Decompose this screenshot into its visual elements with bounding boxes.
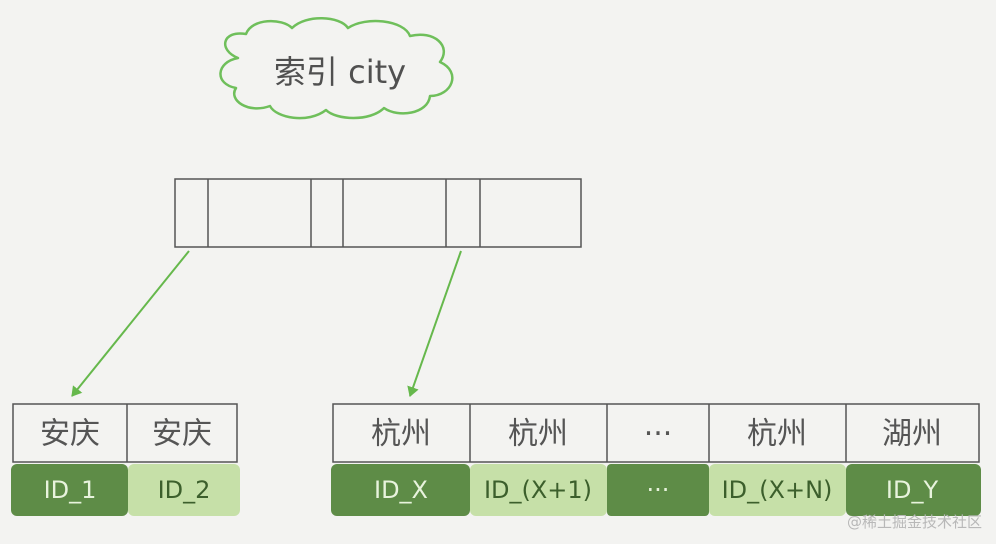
cloud-shape bbox=[219, 17, 454, 120]
id-cell-text: ID_(X+N) bbox=[722, 476, 833, 504]
city-cell: ··· bbox=[644, 417, 673, 452]
id-cell-light bbox=[470, 464, 607, 516]
city-cell: 安庆 bbox=[152, 417, 212, 452]
id-cell-dark bbox=[11, 464, 128, 516]
city-cell: 安庆 bbox=[40, 417, 100, 452]
title-cloud: 索引 city bbox=[219, 17, 454, 120]
city-cell: 杭州 bbox=[371, 417, 431, 452]
id-cell-dark bbox=[846, 464, 981, 516]
id-cell-light bbox=[128, 464, 240, 516]
index-title: 索引 city bbox=[274, 53, 406, 91]
city-cell: 湖州 bbox=[882, 417, 942, 452]
root-node-box bbox=[174, 178, 582, 248]
left-leaf-city-row bbox=[12, 403, 238, 463]
city-cell: 杭州 bbox=[508, 417, 568, 452]
id-cell-text: ID_Y bbox=[886, 476, 939, 504]
watermark: @稀土掘金技术社区 bbox=[846, 513, 982, 531]
root-node bbox=[174, 178, 582, 248]
right-leaf-city-row bbox=[332, 403, 980, 463]
id-cell-light bbox=[709, 464, 846, 516]
id-cell-text: ··· bbox=[647, 476, 670, 504]
id-cell-dark bbox=[331, 464, 470, 516]
id-cell-text: ID_X bbox=[374, 476, 428, 504]
id-cell-dark bbox=[607, 464, 709, 516]
pointer-arrow-left bbox=[71, 250, 190, 397]
id-cell-text: ID_2 bbox=[158, 476, 211, 504]
id-cell-text: ID_1 bbox=[44, 476, 97, 504]
id-cell-text: ID_(X+1) bbox=[484, 476, 592, 504]
left-leaf-node: 安庆 安庆 ID_1 ID_2 bbox=[11, 403, 240, 516]
pointer-arrow-right bbox=[407, 250, 462, 397]
right-leaf-node: 杭州 杭州 ··· 杭州 湖州 ID_X ID_(X+1) ··· ID_(X+… bbox=[331, 403, 981, 516]
city-cell: 杭州 bbox=[747, 417, 807, 452]
